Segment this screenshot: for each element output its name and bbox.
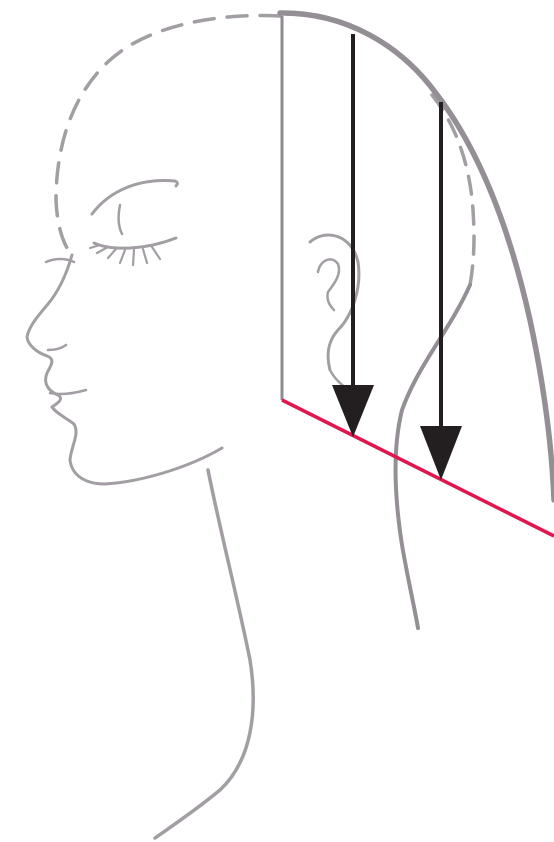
- closed-eye: [94, 238, 176, 248]
- eyebrow: [92, 181, 177, 214]
- hair-outline: [280, 13, 554, 500]
- face-profile: [27, 255, 222, 484]
- eye-crease: [119, 205, 122, 234]
- temple-hairline: [46, 259, 74, 262]
- ear-inner: [318, 259, 339, 310]
- down-arrow-icon: [420, 102, 462, 480]
- lip-line: [50, 390, 86, 394]
- back-head-outline-dashed: [432, 95, 474, 285]
- head-outline-dashed: [56, 16, 280, 255]
- nostril: [48, 345, 66, 350]
- neck-front: [155, 470, 253, 838]
- cut-line: [282, 400, 554, 536]
